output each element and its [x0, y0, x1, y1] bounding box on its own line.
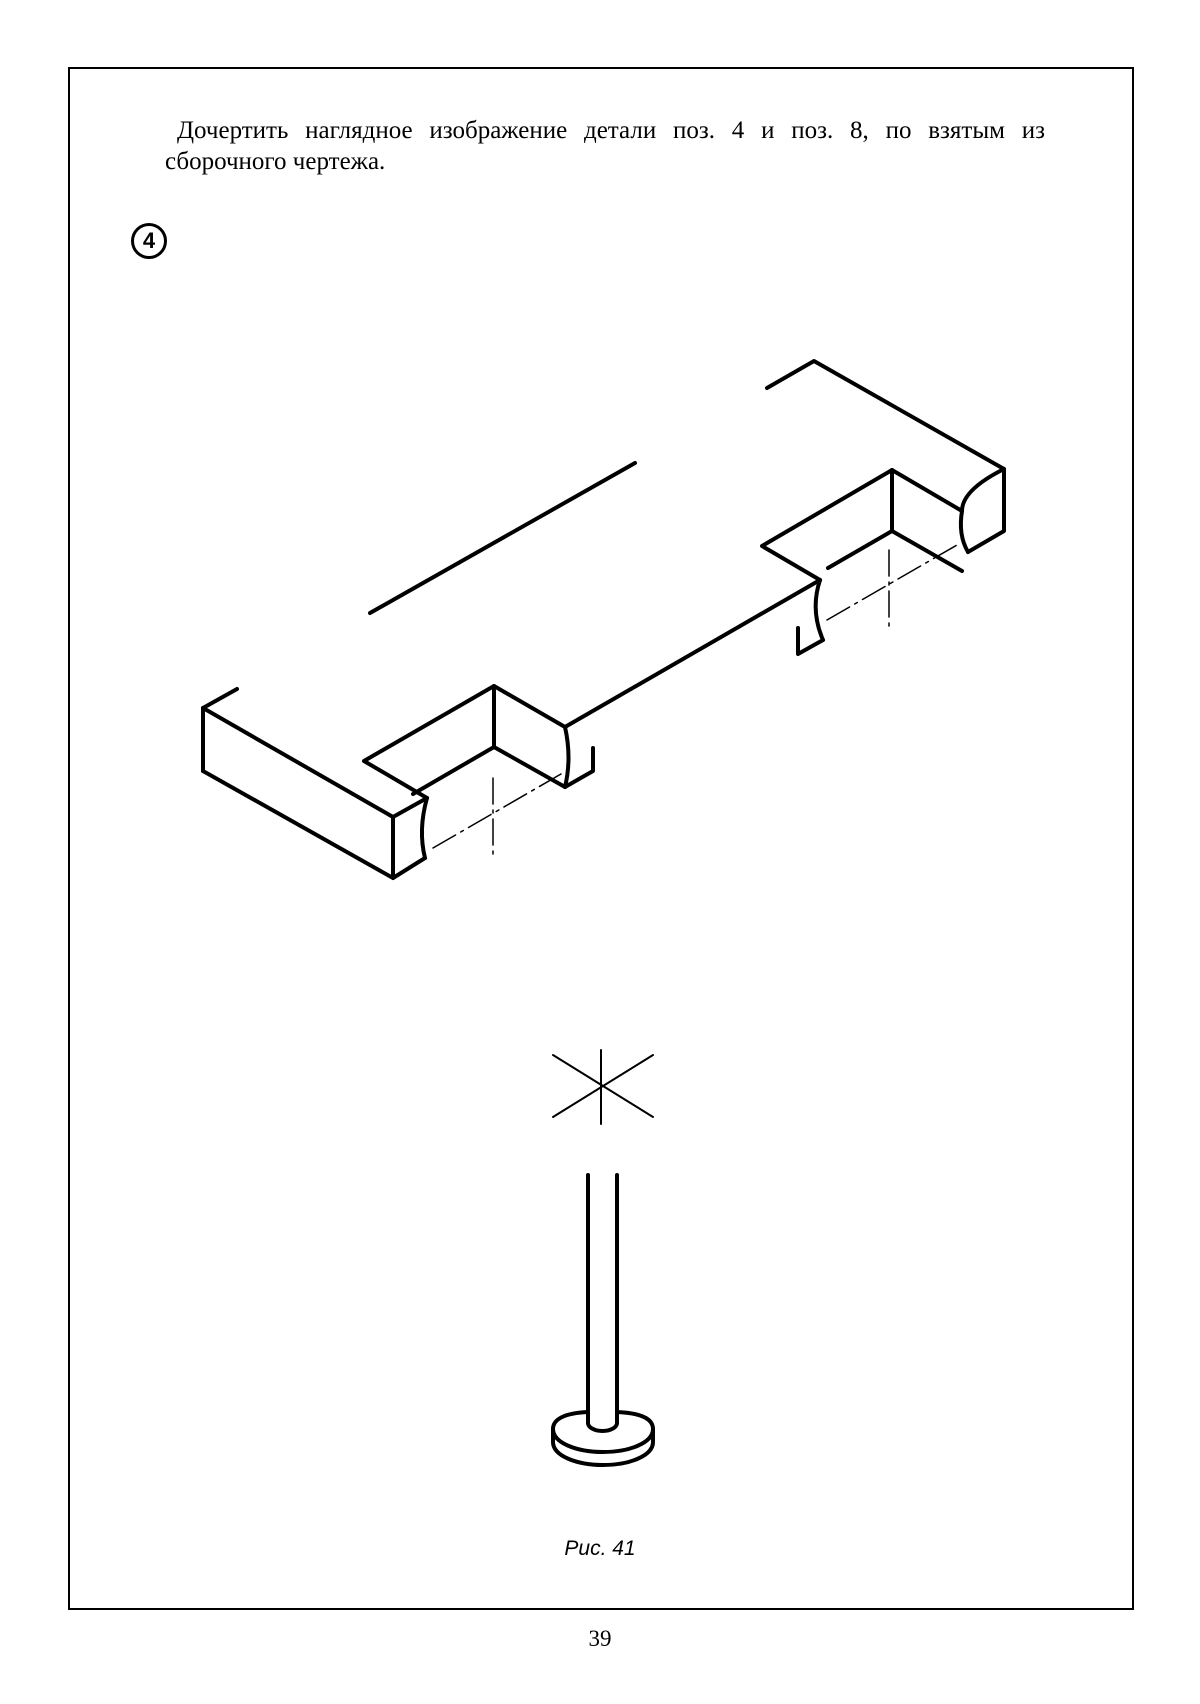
- page-frame: [68, 67, 1134, 1610]
- far-edge-line: [368, 461, 637, 615]
- task-text: Дочертить наглядное изображение детали п…: [165, 117, 1045, 175]
- right-pocket: [760, 468, 964, 656]
- pin-base-disc: [551, 1410, 655, 1467]
- figure-caption: Рис. 41: [564, 1537, 636, 1560]
- right-horizontal-axis: [826, 544, 958, 621]
- left-horizontal-axis: [432, 773, 562, 849]
- pin-bottom-arc: [586, 1421, 619, 1433]
- position-number-badge: 4: [131, 223, 167, 259]
- right-end-block: [765, 359, 1006, 554]
- near-edge-line: [563, 578, 822, 729]
- left-end-block: [201, 687, 429, 880]
- page-number: 39: [588, 1626, 612, 1651]
- part-4-isometric: [201, 359, 1006, 880]
- left-pocket: [362, 684, 595, 800]
- isometric-axes-symbol: [552, 1049, 654, 1125]
- part-4-axis-lines: [432, 544, 958, 857]
- part-8-pin: [551, 1173, 655, 1467]
